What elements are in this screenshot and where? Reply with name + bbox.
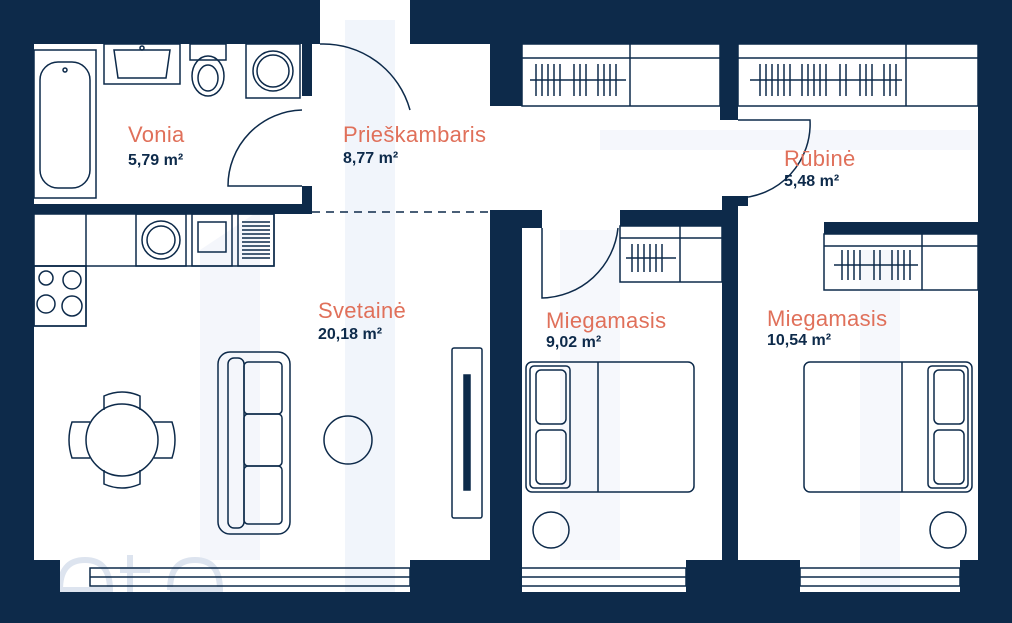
sofa-icon <box>217 351 291 535</box>
room-name-prieskambaris: Prieškambaris <box>343 122 487 147</box>
watermark <box>200 20 1010 600</box>
nightstand-icon <box>532 511 570 549</box>
room-area-rubine: 5,48 m² <box>784 173 840 190</box>
oven-icon <box>191 213 233 267</box>
room-name-vonia: Vonia <box>128 122 185 147</box>
tv-stand-icon <box>451 347 483 519</box>
stove-icon <box>33 265 87 327</box>
wardrobe-icon <box>737 43 979 107</box>
room-area-svetaine: 20,18 m² <box>318 326 383 343</box>
dining-table-icon <box>68 391 176 489</box>
room-area-miegamasis-2: 10,54 m² <box>767 332 832 349</box>
kitchen-sink-icon <box>237 213 275 267</box>
room-area-prieskambaris: 8,77 m² <box>343 150 399 167</box>
nightstand-icon <box>929 511 967 549</box>
room-name-miegamasis-2: Miegamasis <box>767 306 888 331</box>
room-name-miegamasis-1: Miegamasis <box>546 308 667 333</box>
sink-icon <box>103 43 181 85</box>
bed-icon <box>803 361 973 493</box>
room-name-svetaine: Svetainė <box>318 298 407 323</box>
doors <box>227 43 811 299</box>
wardrobe-icon <box>823 233 979 291</box>
washing-machine-icon <box>135 213 187 267</box>
wardrobe-icon <box>521 43 721 107</box>
wardrobe-icon <box>619 225 723 283</box>
room-name-rubine: Rūbinė <box>784 146 856 171</box>
bathtub-icon <box>33 49 97 199</box>
coffee-table-icon <box>323 415 373 465</box>
bed-icon <box>525 361 695 493</box>
room-area-miegamasis-1: 9,02 m² <box>546 334 602 351</box>
room-area-vonia: 5,79 m² <box>128 152 184 169</box>
washing-machine-icon <box>245 43 301 99</box>
windows <box>89 567 961 587</box>
toilet-icon <box>189 43 227 97</box>
